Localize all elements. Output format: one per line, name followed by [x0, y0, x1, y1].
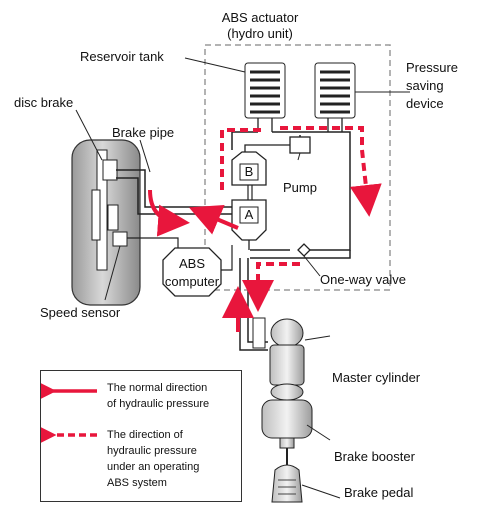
pressure-saving-label-2: saving: [406, 78, 444, 93]
brake-pedal-label: Brake pedal: [344, 485, 414, 500]
valve-a-label: A: [244, 207, 254, 222]
legend-abs-line-1: The direction of: [107, 429, 183, 441]
speed-sensor-block: [112, 231, 128, 247]
legend-symbols: [41, 377, 97, 449]
hydro-unit-label: (hydro unit): [227, 26, 293, 41]
legend-normal-line-2: of hydraulic pressure: [107, 398, 210, 410]
legend-abs-line-4: ABS system: [107, 477, 167, 489]
abs-computer-label-1: ABS: [178, 256, 205, 271]
one-way-valve-symbol: [297, 243, 311, 257]
brake-booster: [261, 399, 313, 470]
legend-abs-line-2: hydraulic pressure: [107, 445, 197, 457]
leader-lines: [75, 57, 410, 499]
disc-brake-wheel: [71, 139, 141, 306]
valve-a: [231, 199, 267, 241]
valve-b: [231, 151, 267, 186]
pump-label: Pump: [283, 180, 317, 195]
reservoir-tank-label: Reservoir tank: [80, 49, 164, 64]
speed-sensor-label: Speed sensor: [40, 305, 121, 320]
reservoir-tank-left: [244, 62, 286, 132]
legend-abs-line-3: under an operating: [107, 461, 200, 473]
brake-pipe-label: Brake pipe: [112, 125, 175, 140]
legend-box: The normal direction of hydraulic pressu…: [40, 370, 242, 502]
disc-brake-label: disc brake: [14, 95, 74, 110]
abs-flow-arrows: [220, 126, 382, 312]
brake-pedal: [271, 464, 303, 503]
valve-b-label: B: [244, 164, 254, 179]
legend-normal-line-1: The normal direction: [107, 382, 208, 394]
abs-actuator-boundary: [204, 44, 391, 291]
reservoir-tank-right: [314, 62, 356, 132]
abs-computer-label-2: computer: [164, 274, 220, 289]
abs-actuator-label: ABS actuator: [221, 10, 299, 25]
pressure-saving-label-3: device: [406, 96, 444, 111]
master-cylinder: [252, 317, 305, 401]
one-way-valve-label: One-way valve: [320, 272, 406, 287]
abs-computer-box: [162, 247, 222, 297]
normal-flow-arrows: [148, 189, 254, 332]
computer-wire: [221, 245, 233, 271]
brake-booster-label: Brake booster: [334, 449, 415, 464]
master-cylinder-label: Master cylinder: [332, 370, 421, 385]
sensor-wire: [127, 237, 179, 252]
pressure-saving-label-1: Pressure: [406, 60, 459, 75]
pump-box: [289, 136, 311, 154]
